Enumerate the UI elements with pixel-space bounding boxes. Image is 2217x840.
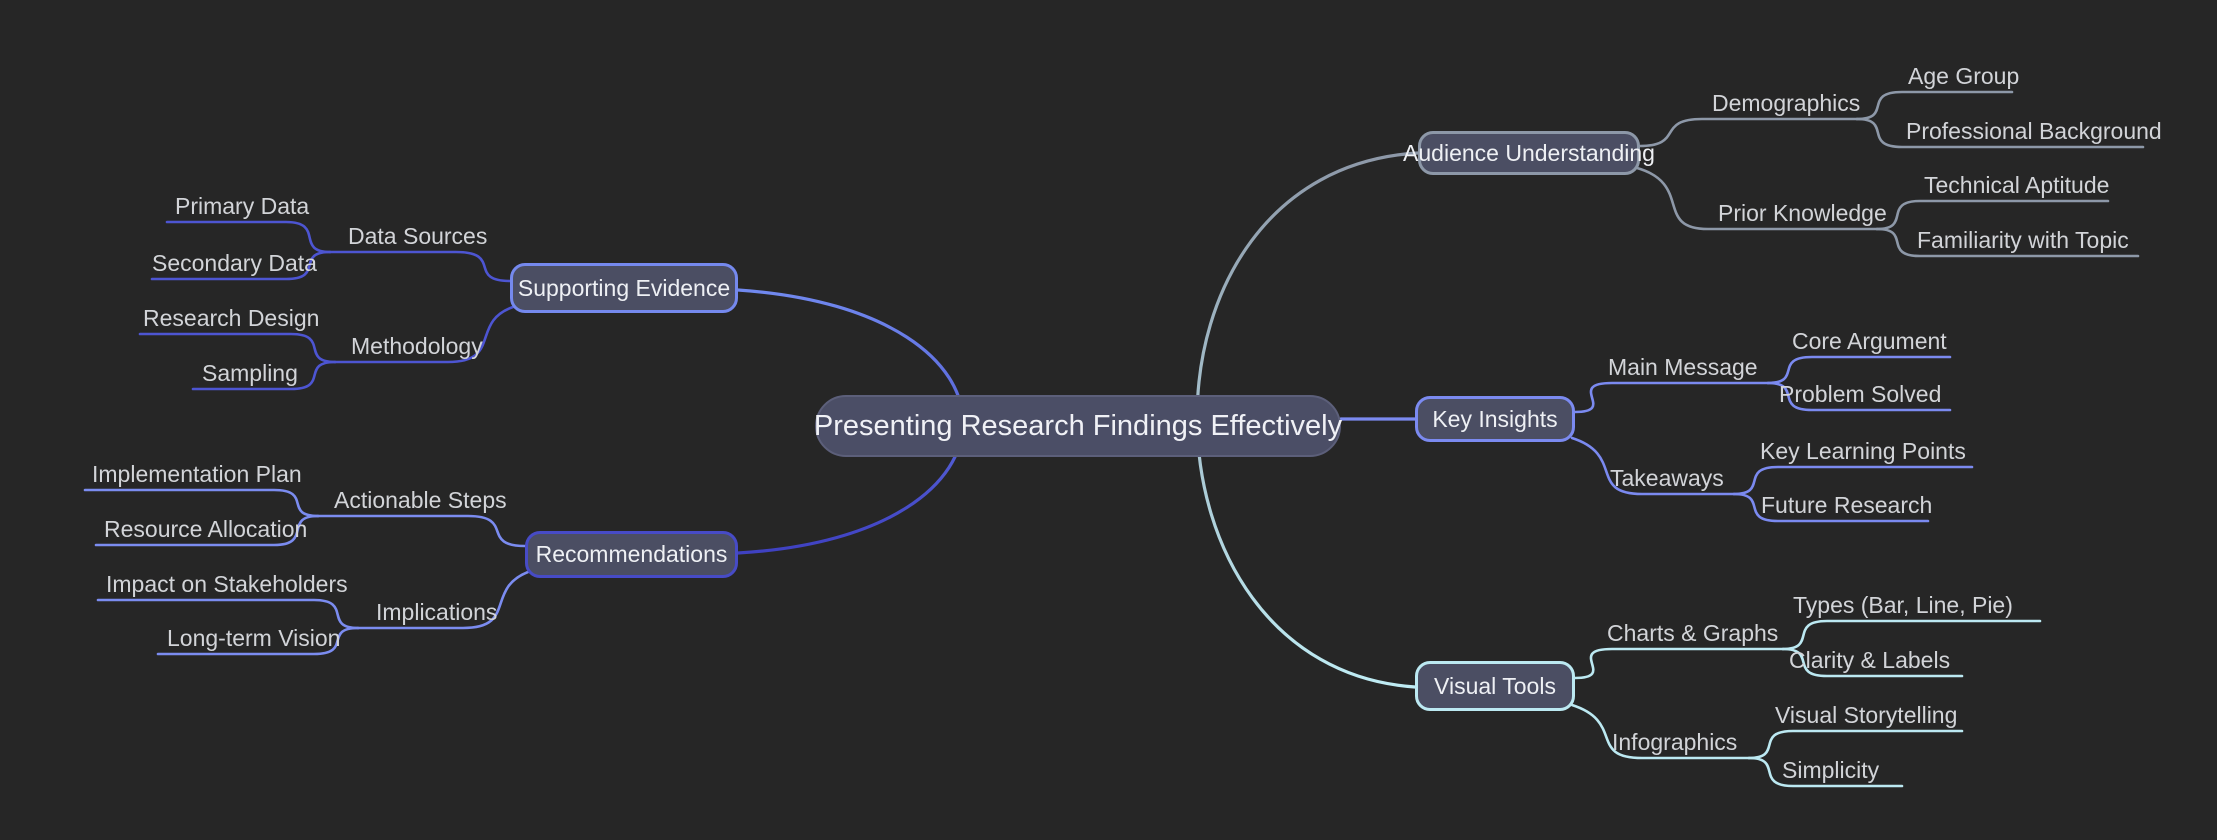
label-future-research[interactable]: Future Research — [1761, 492, 1933, 518]
edge-mainmessage-core-argument — [1766, 355, 1952, 385]
edge-methodology-research-design — [138, 332, 337, 364]
edge-infographics-simplicity — [1747, 756, 1904, 788]
label-methodology[interactable]: Methodology — [351, 333, 483, 359]
edge-prior-familiarity-topic — [1875, 227, 2140, 258]
label-key-learning-points[interactable]: Key Learning Points — [1760, 438, 1966, 464]
node-key-insights[interactable]: Key Insights — [1415, 396, 1575, 442]
edge-charts-types — [1781, 619, 2042, 651]
label-visual-storytelling[interactable]: Visual Storytelling — [1775, 702, 1958, 728]
label-demographics[interactable]: Demographics — [1712, 90, 1861, 116]
node-visual-tools[interactable]: Visual Tools — [1415, 661, 1575, 711]
edge-keyinsights-takeaways — [1570, 436, 1736, 496]
edge-recommendations-implications — [356, 570, 530, 630]
edge-takeaways-future-research — [1732, 492, 1930, 523]
edge-methodology-sampling — [191, 360, 337, 391]
edge-mainmessage-problem-solved — [1766, 381, 1952, 412]
label-primary-data[interactable]: Primary Data — [175, 193, 310, 219]
edge-implications-long-term-vision — [156, 626, 360, 656]
node-recommendations[interactable]: Recommendations — [525, 531, 738, 578]
label-long-term-vision[interactable]: Long-term Vision — [167, 625, 341, 651]
label-core-argument[interactable]: Core Argument — [1792, 328, 1947, 354]
label-age-group[interactable]: Age Group — [1908, 63, 2020, 89]
edge-takeaways-key-learning-points — [1732, 465, 1974, 496]
label-familiarity-with-topic[interactable]: Familiarity with Topic — [1917, 227, 2129, 253]
label-clarity-labels[interactable]: Clarity & Labels — [1789, 647, 1951, 673]
label-problem-solved[interactable]: Problem Solved — [1779, 381, 1942, 407]
edge-datasources-primary-data — [165, 220, 332, 254]
edge-prior-technical-aptitude — [1875, 199, 2110, 231]
node-label: Key Insights — [1432, 405, 1558, 432]
edge-infographics-visual-storytelling — [1747, 729, 1964, 760]
label-professional-background[interactable]: Professional Background — [1906, 118, 2162, 144]
edge-recommendations-actionable-steps — [316, 514, 527, 548]
edge-supporting-data-sources — [328, 250, 512, 283]
node-audience-understanding[interactable]: Audience Understanding — [1403, 131, 1655, 175]
label-prior-knowledge[interactable]: Prior Knowledge — [1718, 200, 1887, 226]
label-implications[interactable]: Implications — [376, 599, 498, 625]
label-research-design[interactable]: Research Design — [143, 305, 320, 331]
edge-demographics-age-group — [1855, 90, 2014, 121]
edge-demographics-professional-background — [1855, 117, 2145, 149]
node-label: Audience Understanding — [1403, 139, 1655, 166]
label-secondary-data[interactable]: Secondary Data — [152, 250, 317, 276]
label-technical-aptitude[interactable]: Technical Aptitude — [1924, 172, 2110, 198]
edge-visualtools-infographics — [1570, 703, 1751, 760]
edge-charts-clarity-labels — [1781, 647, 1964, 678]
node-label: Recommendations — [535, 541, 728, 567]
label-data-sources[interactable]: Data Sources — [348, 223, 488, 249]
label-implementation-plan[interactable]: Implementation Plan — [92, 461, 302, 487]
edge-audience-prior-knowledge — [1635, 166, 1879, 231]
root-label: Presenting Research Findings Effectively — [813, 409, 1343, 442]
edge-actionable-implementation-plan — [83, 488, 320, 518]
label-takeaways[interactable]: Takeaways — [1610, 465, 1724, 491]
label-main-message[interactable]: Main Message — [1608, 354, 1758, 380]
label-infographics[interactable]: Infographics — [1612, 729, 1738, 755]
label-sampling[interactable]: Sampling — [202, 360, 298, 386]
label-simplicity[interactable]: Simplicity — [1782, 757, 1880, 783]
edge-visualtools-charts-graphs — [1573, 647, 1785, 680]
label-resource-allocation[interactable]: Resource Allocation — [104, 516, 308, 542]
edge-keyinsights-main-message — [1573, 381, 1770, 414]
node-supporting-evidence[interactable]: Supporting Evidence — [510, 263, 738, 313]
edge-actionable-resource-allocation — [94, 514, 320, 547]
edge-supporting-methodology — [333, 305, 515, 364]
label-types-bar-line-pie[interactable]: Types (Bar, Line, Pie) — [1793, 592, 2013, 618]
edge-datasources-secondary-data — [150, 250, 332, 281]
edge-implications-impact-stakeholders — [96, 598, 360, 630]
node-root[interactable]: Presenting Research Findings Effectively — [813, 395, 1343, 457]
label-charts-graphs[interactable]: Charts & Graphs — [1607, 620, 1779, 646]
node-label: Visual Tools — [1434, 672, 1556, 699]
label-impact-on-stakeholders[interactable]: Impact on Stakeholders — [106, 571, 348, 597]
node-label: Supporting Evidence — [517, 274, 731, 301]
label-actionable-steps[interactable]: Actionable Steps — [334, 487, 507, 513]
edge-audience-demographics — [1638, 117, 1859, 148]
